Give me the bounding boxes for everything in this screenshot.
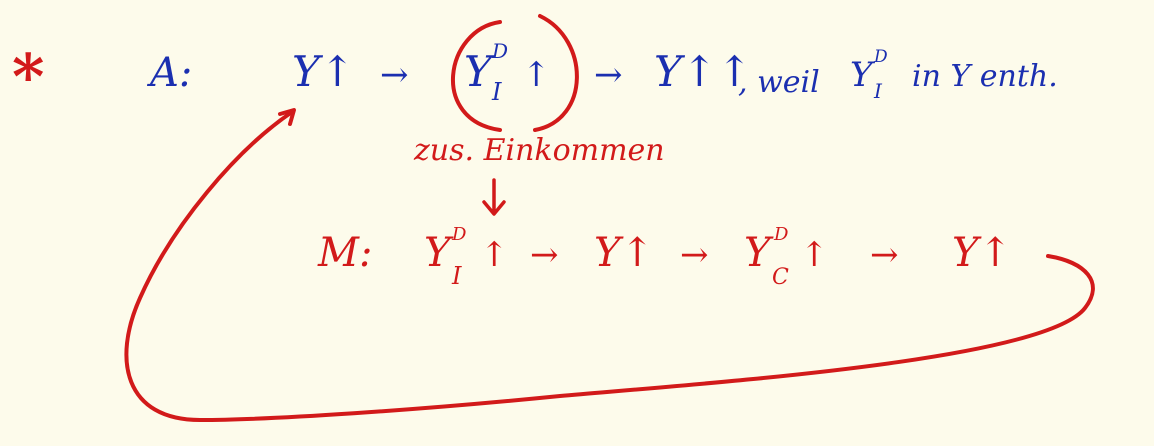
line-a-arrow-2: → [594, 55, 623, 95]
m-s3-sub: C [772, 265, 789, 290]
line-m: M: Υ D I ↑ → Υ↑ → Υ D C ↑ → Υ↑ [317, 224, 1012, 290]
annotation-arrow-icon [482, 178, 506, 216]
m-s1-sup: D [451, 224, 467, 245]
line-a-reason-prefix: , weil [738, 65, 820, 100]
red-circle-mark [450, 14, 579, 132]
m-arrow-1: → [530, 235, 559, 275]
return-arrow [124, 110, 1095, 423]
circled-term-tail: ↑ [522, 55, 551, 95]
circled-term-sup: D [491, 39, 508, 63]
m-s1-sub: I [451, 262, 462, 290]
line-a-circled-term: Υ D I ↑ [450, 14, 579, 132]
m-s1-tail: ↑ [480, 235, 509, 275]
line-a-state-3: Υ↑↑ [654, 47, 752, 96]
return-arrowhead-icon [278, 108, 296, 126]
m-arrow-2: → [680, 235, 709, 275]
line-a-state-1: Υ↑ [292, 47, 355, 96]
star-marker: * [12, 40, 44, 113]
annotation-text: zus. Einkommen [413, 133, 665, 168]
m-s3: Υ [744, 230, 774, 276]
m-arrow-3: → [870, 235, 899, 275]
reason-symbol: Υ [850, 55, 876, 95]
line-a: A: Υ↑ → Υ D I ↑ → Υ↑↑ , weil Υ D I in Υ … [146, 14, 1058, 132]
reason-suffix: in Υ enth. [912, 59, 1058, 94]
m-s3-tail: ↑ [800, 235, 829, 275]
circled-term-symbol: Υ [464, 47, 496, 96]
line-a-label: A: [146, 50, 192, 96]
m-s4: Υ↑ [952, 230, 1012, 276]
reason-sup: D [873, 47, 888, 67]
m-s2: Υ↑ [594, 230, 654, 276]
m-s1: Υ [424, 230, 454, 276]
m-s3-sup: D [773, 224, 789, 245]
line-a-arrow-1: → [380, 55, 409, 95]
circled-term-sub: I [491, 78, 502, 106]
reason-sub: I [873, 79, 883, 103]
line-m-label: M: [317, 230, 372, 276]
